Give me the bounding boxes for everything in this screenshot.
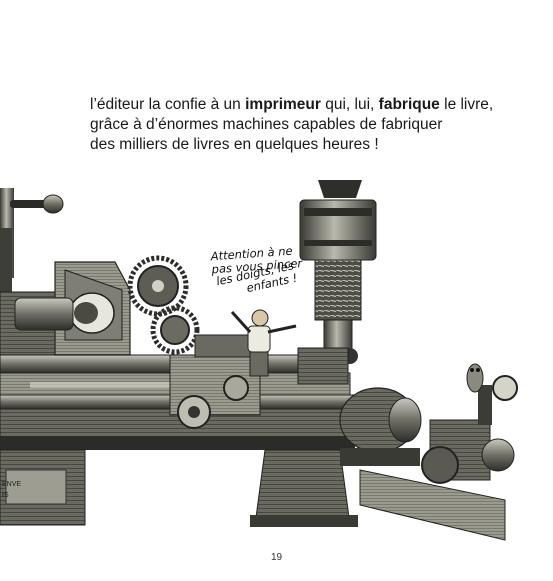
gear-wheels <box>127 255 200 355</box>
vertical-press-column <box>297 180 377 385</box>
paragraph-line-3: des milliers de livres en quelques heure… <box>90 136 379 153</box>
pump-assembly <box>359 375 518 541</box>
narrative-paragraph: l’éditeur la confie à un imprimeur qui, … <box>90 95 510 155</box>
crank-handle <box>0 188 64 298</box>
maker-plate-2: IS <box>2 492 9 499</box>
maker-plate: ENVE <box>2 481 21 488</box>
electric-motor <box>339 387 422 466</box>
emphasis-fabrique: fabrique <box>378 96 440 113</box>
worker-figure <box>230 309 297 377</box>
printing-machine-illustration: ENVE IS <box>0 180 518 541</box>
carriage <box>169 334 261 429</box>
page-number: 19 <box>270 552 283 563</box>
emphasis-imprimeur: imprimeur <box>245 96 321 113</box>
owl-figure <box>466 363 484 393</box>
headstock <box>14 261 131 356</box>
speech-bubble: Attention à ne pas vous pincer les doigt… <box>210 244 308 303</box>
paragraph-line-2: grâce à d’énormes machines capables de f… <box>90 116 443 133</box>
paragraph-line-1: l’éditeur la confie à un imprimeur qui, … <box>90 96 494 113</box>
